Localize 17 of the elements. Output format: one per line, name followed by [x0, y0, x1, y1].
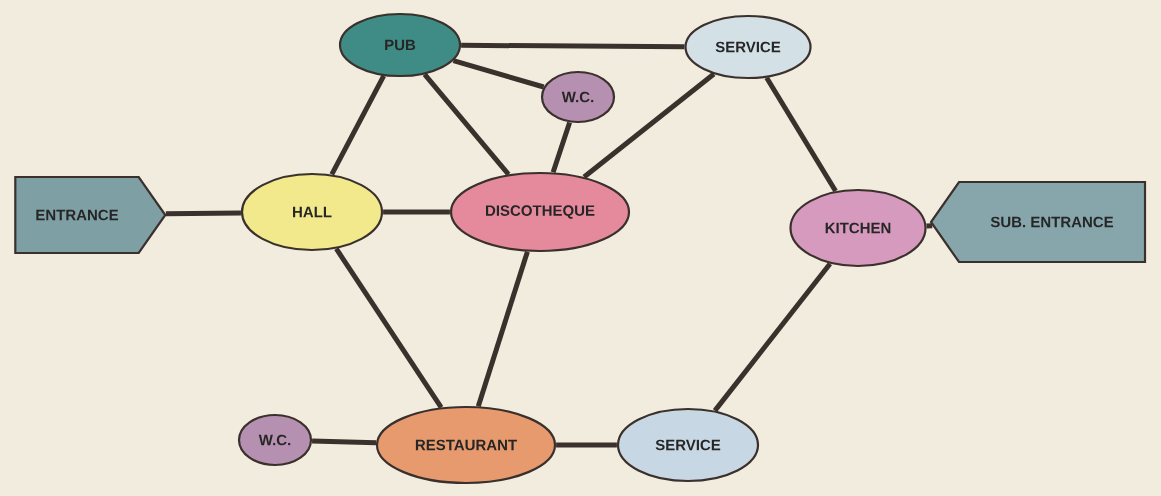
- connector-line: [475, 250, 530, 408]
- connector-line: [312, 438, 377, 446]
- connector-line: [764, 76, 838, 193]
- connector-line: [550, 121, 572, 174]
- connector-line: [556, 442, 617, 448]
- entrance-pentagon: ENTRANCE: [14, 175, 167, 255]
- connector-line: [334, 247, 444, 409]
- connector-line: [926, 223, 933, 229]
- connector-line: [329, 74, 386, 176]
- connector-line: [165, 210, 241, 217]
- connector-line: [383, 209, 450, 215]
- connector-line: [582, 72, 716, 179]
- connector-line: [422, 72, 511, 177]
- connector-line: [461, 42, 685, 50]
- entrance-pentagon: SUB. ENTRANCE: [929, 180, 1147, 264]
- connector-line: [712, 262, 832, 413]
- connector-line: [452, 58, 545, 90]
